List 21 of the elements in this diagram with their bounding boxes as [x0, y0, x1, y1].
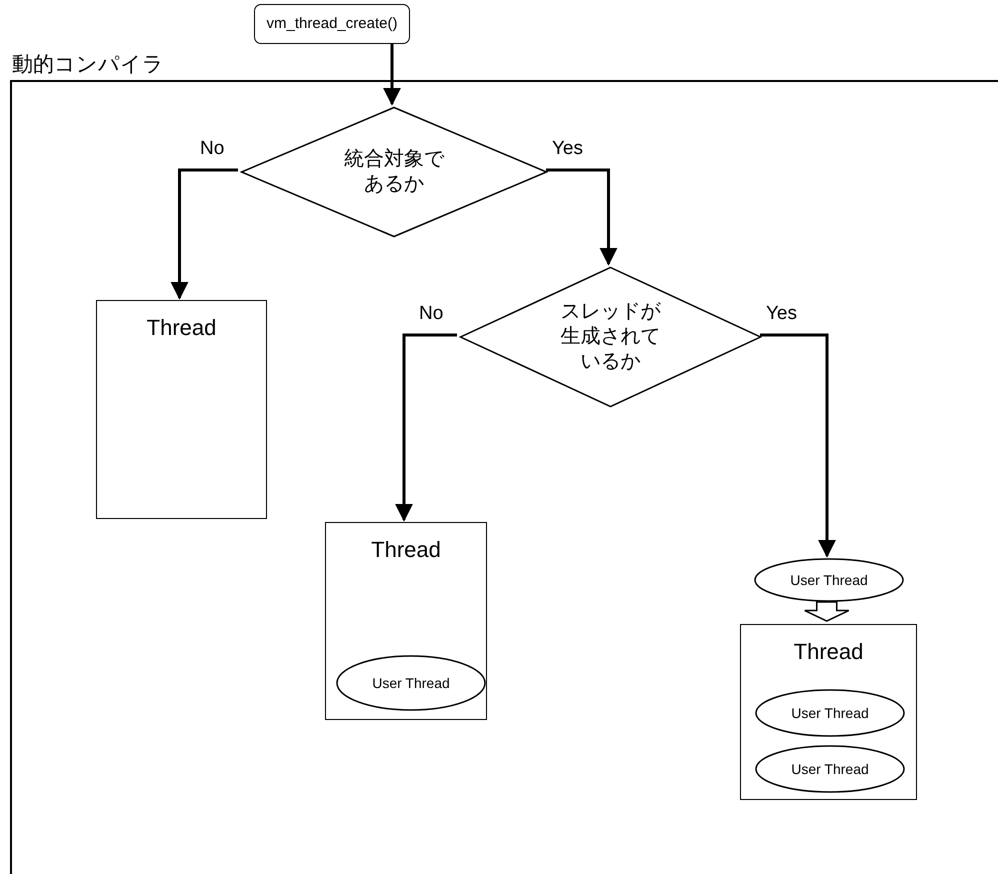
decision-text: 統合対象であるか [343, 147, 445, 197]
arrow [383, 44, 401, 106]
arrow [170, 168, 238, 300]
user-thread-label: User Thread [371, 674, 451, 692]
thread-box [96, 300, 267, 519]
user-thread-label: User Thread [790, 704, 870, 722]
user-thread-label: User Thread [789, 571, 869, 589]
thread-box [325, 522, 487, 720]
thread-box [740, 624, 917, 800]
block-arrow [804, 601, 850, 622]
user-thread-label: User Thread [790, 760, 870, 778]
arrow [546, 168, 618, 266]
decision-text: スレッドが生成されているか [560, 300, 662, 374]
thread-label: Thread [146, 315, 218, 341]
frame-title: 動的コンパイラ [12, 52, 165, 78]
thread-label: Thread [792, 639, 864, 665]
arrow [395, 334, 457, 522]
thread-label: Thread [370, 537, 442, 563]
start-box [254, 4, 410, 44]
function-call: vm_thread_create() [266, 15, 398, 32]
arrow [760, 334, 836, 558]
